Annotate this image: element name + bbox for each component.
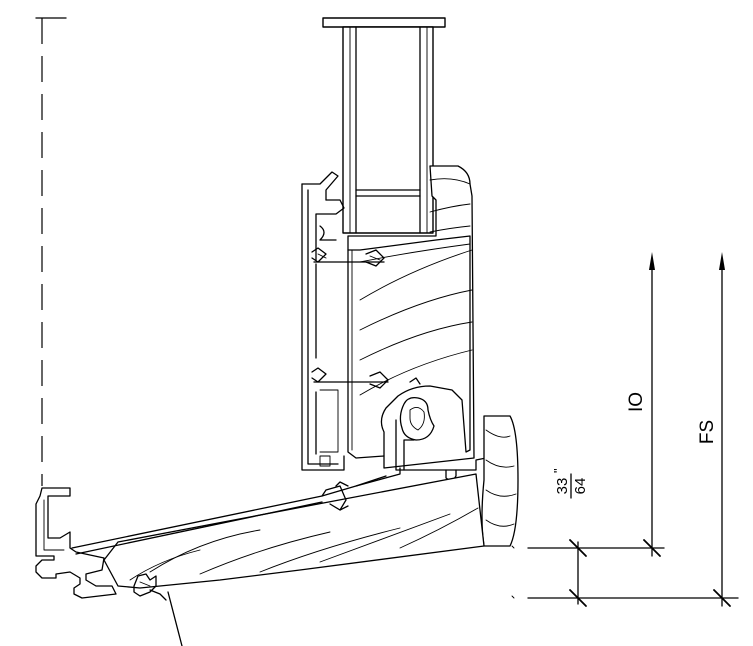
glazing-unit xyxy=(322,17,446,234)
installation-fin xyxy=(133,573,183,646)
io-dimension-label: IO xyxy=(626,392,647,412)
fraction-dimension-label: 33 " 64 xyxy=(551,468,589,499)
wood-sash-frame xyxy=(347,165,475,469)
fs-dimension-label: FS xyxy=(697,420,718,444)
sash-stop xyxy=(347,249,385,459)
edge-mark-2 xyxy=(511,595,515,599)
edge-mark-1 xyxy=(511,545,515,549)
sill-nose-profile xyxy=(35,487,117,599)
weatherstrip-clip-upper xyxy=(311,247,385,267)
interior-stop-block xyxy=(481,415,519,547)
aluminium-cladding xyxy=(301,171,345,471)
weatherstrip-clip-middle xyxy=(311,367,421,389)
fraction-inch-mark: " xyxy=(551,468,566,473)
dimension-extension-lines xyxy=(527,547,739,599)
dimension-io xyxy=(643,252,661,557)
fraction-denominator: 64 xyxy=(572,478,589,495)
bulb-seal xyxy=(399,396,435,441)
wall-centerline xyxy=(35,17,67,486)
aluminium-sill-cladding xyxy=(71,467,401,555)
fraction-numerator: 33 xyxy=(554,478,571,495)
dimension-small-offset xyxy=(569,539,587,607)
dimension-fs xyxy=(713,252,731,607)
sloped-wood-sill xyxy=(103,473,485,589)
